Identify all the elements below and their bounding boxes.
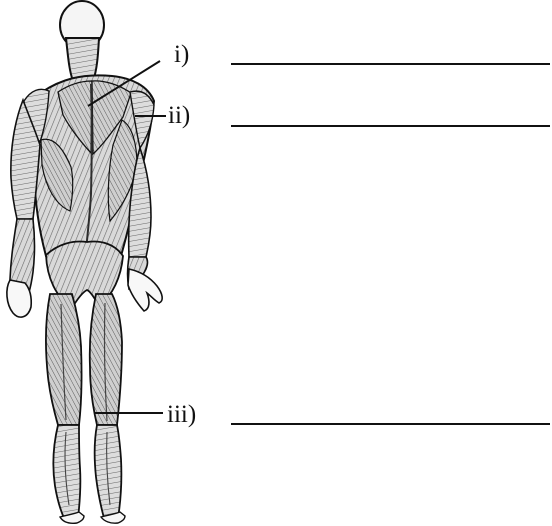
labels: i) ii) iii) <box>167 41 196 428</box>
left-calf <box>53 425 80 518</box>
right-calf <box>95 425 122 518</box>
label-ii: ii) <box>168 102 190 129</box>
answer-lines <box>231 64 550 424</box>
left-thigh <box>46 294 82 425</box>
label-iii: iii) <box>167 401 196 428</box>
human-figure-back-view <box>7 1 162 523</box>
label-i: i) <box>174 41 189 68</box>
left-hand <box>7 280 31 317</box>
right-hand <box>128 269 162 311</box>
